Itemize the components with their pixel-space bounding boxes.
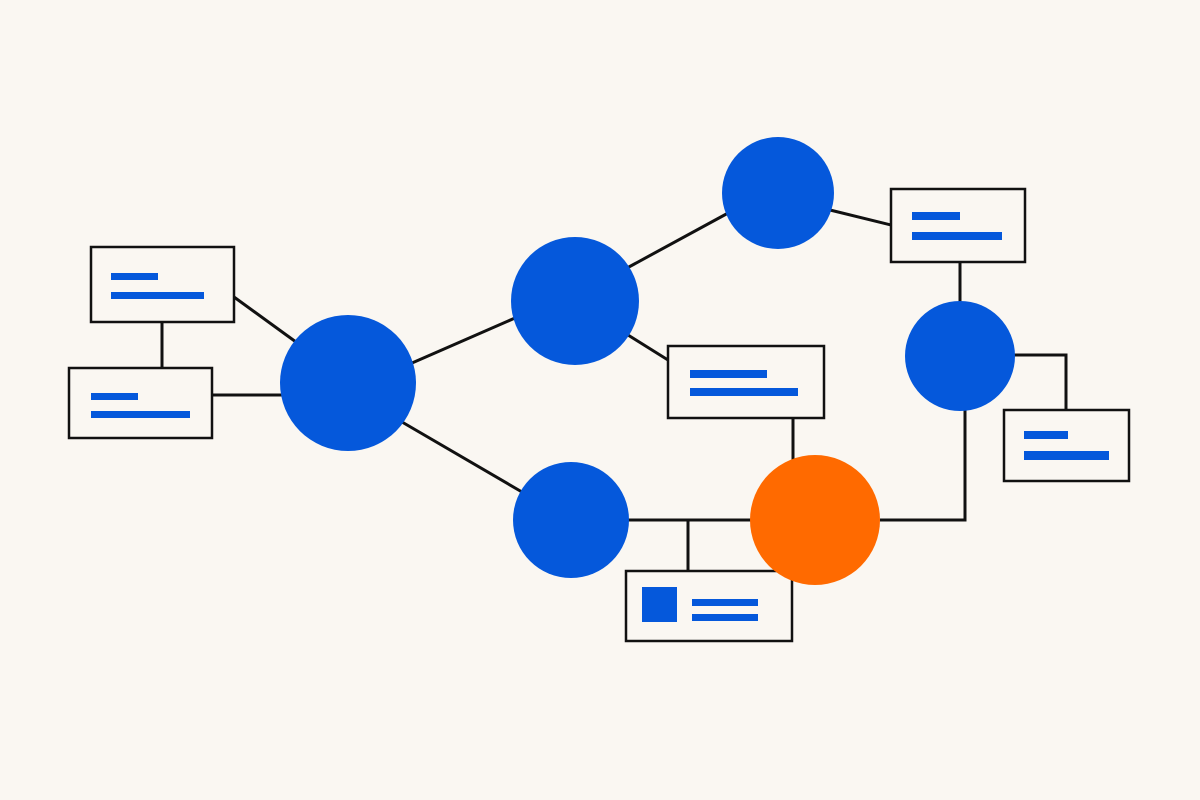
text-line-short <box>690 370 767 378</box>
card-frame <box>67 366 214 440</box>
text-line-short <box>111 273 158 280</box>
edge-upper-mid-top-right <box>626 210 731 270</box>
card-left-bottom <box>67 366 214 440</box>
card-bottom <box>624 569 794 643</box>
card-far-right <box>1002 408 1131 483</box>
text-line-long <box>91 411 190 418</box>
node-hub <box>280 315 416 451</box>
text-line-short <box>912 212 960 220</box>
card-frame <box>666 344 826 420</box>
text-line-long <box>912 232 1002 240</box>
node-upper-mid <box>511 237 639 365</box>
edges <box>160 208 1068 571</box>
nodes <box>280 137 1015 585</box>
edge-hub-lower-mid <box>401 420 523 494</box>
text-line-long <box>692 614 758 621</box>
edge-hub-card-left-top <box>233 295 297 344</box>
card-top-right <box>889 187 1027 264</box>
text-line-short <box>91 393 138 400</box>
edge-right-card-far-right <box>1013 353 1068 410</box>
node-lower-mid <box>513 462 629 578</box>
edge-right-focus <box>880 410 967 522</box>
card-frame <box>89 245 236 324</box>
image-placeholder-icon <box>642 587 677 622</box>
card-frame <box>1002 408 1131 483</box>
card-frame <box>889 187 1027 264</box>
edge-top-right-card-top-right <box>829 208 892 227</box>
node-top-right <box>722 137 834 249</box>
text-line-short <box>1024 431 1068 439</box>
edge-upper-mid-card-center <box>627 333 669 362</box>
text-line-long <box>1024 451 1109 460</box>
node-focus <box>750 455 880 585</box>
text-line-short <box>692 599 758 606</box>
node-right <box>905 301 1015 411</box>
cards <box>67 187 1131 643</box>
edge-hub-upper-mid <box>411 316 516 365</box>
text-line-long <box>690 388 798 396</box>
card-left-top <box>89 245 236 324</box>
card-center <box>666 344 826 420</box>
text-line-long <box>111 292 204 299</box>
